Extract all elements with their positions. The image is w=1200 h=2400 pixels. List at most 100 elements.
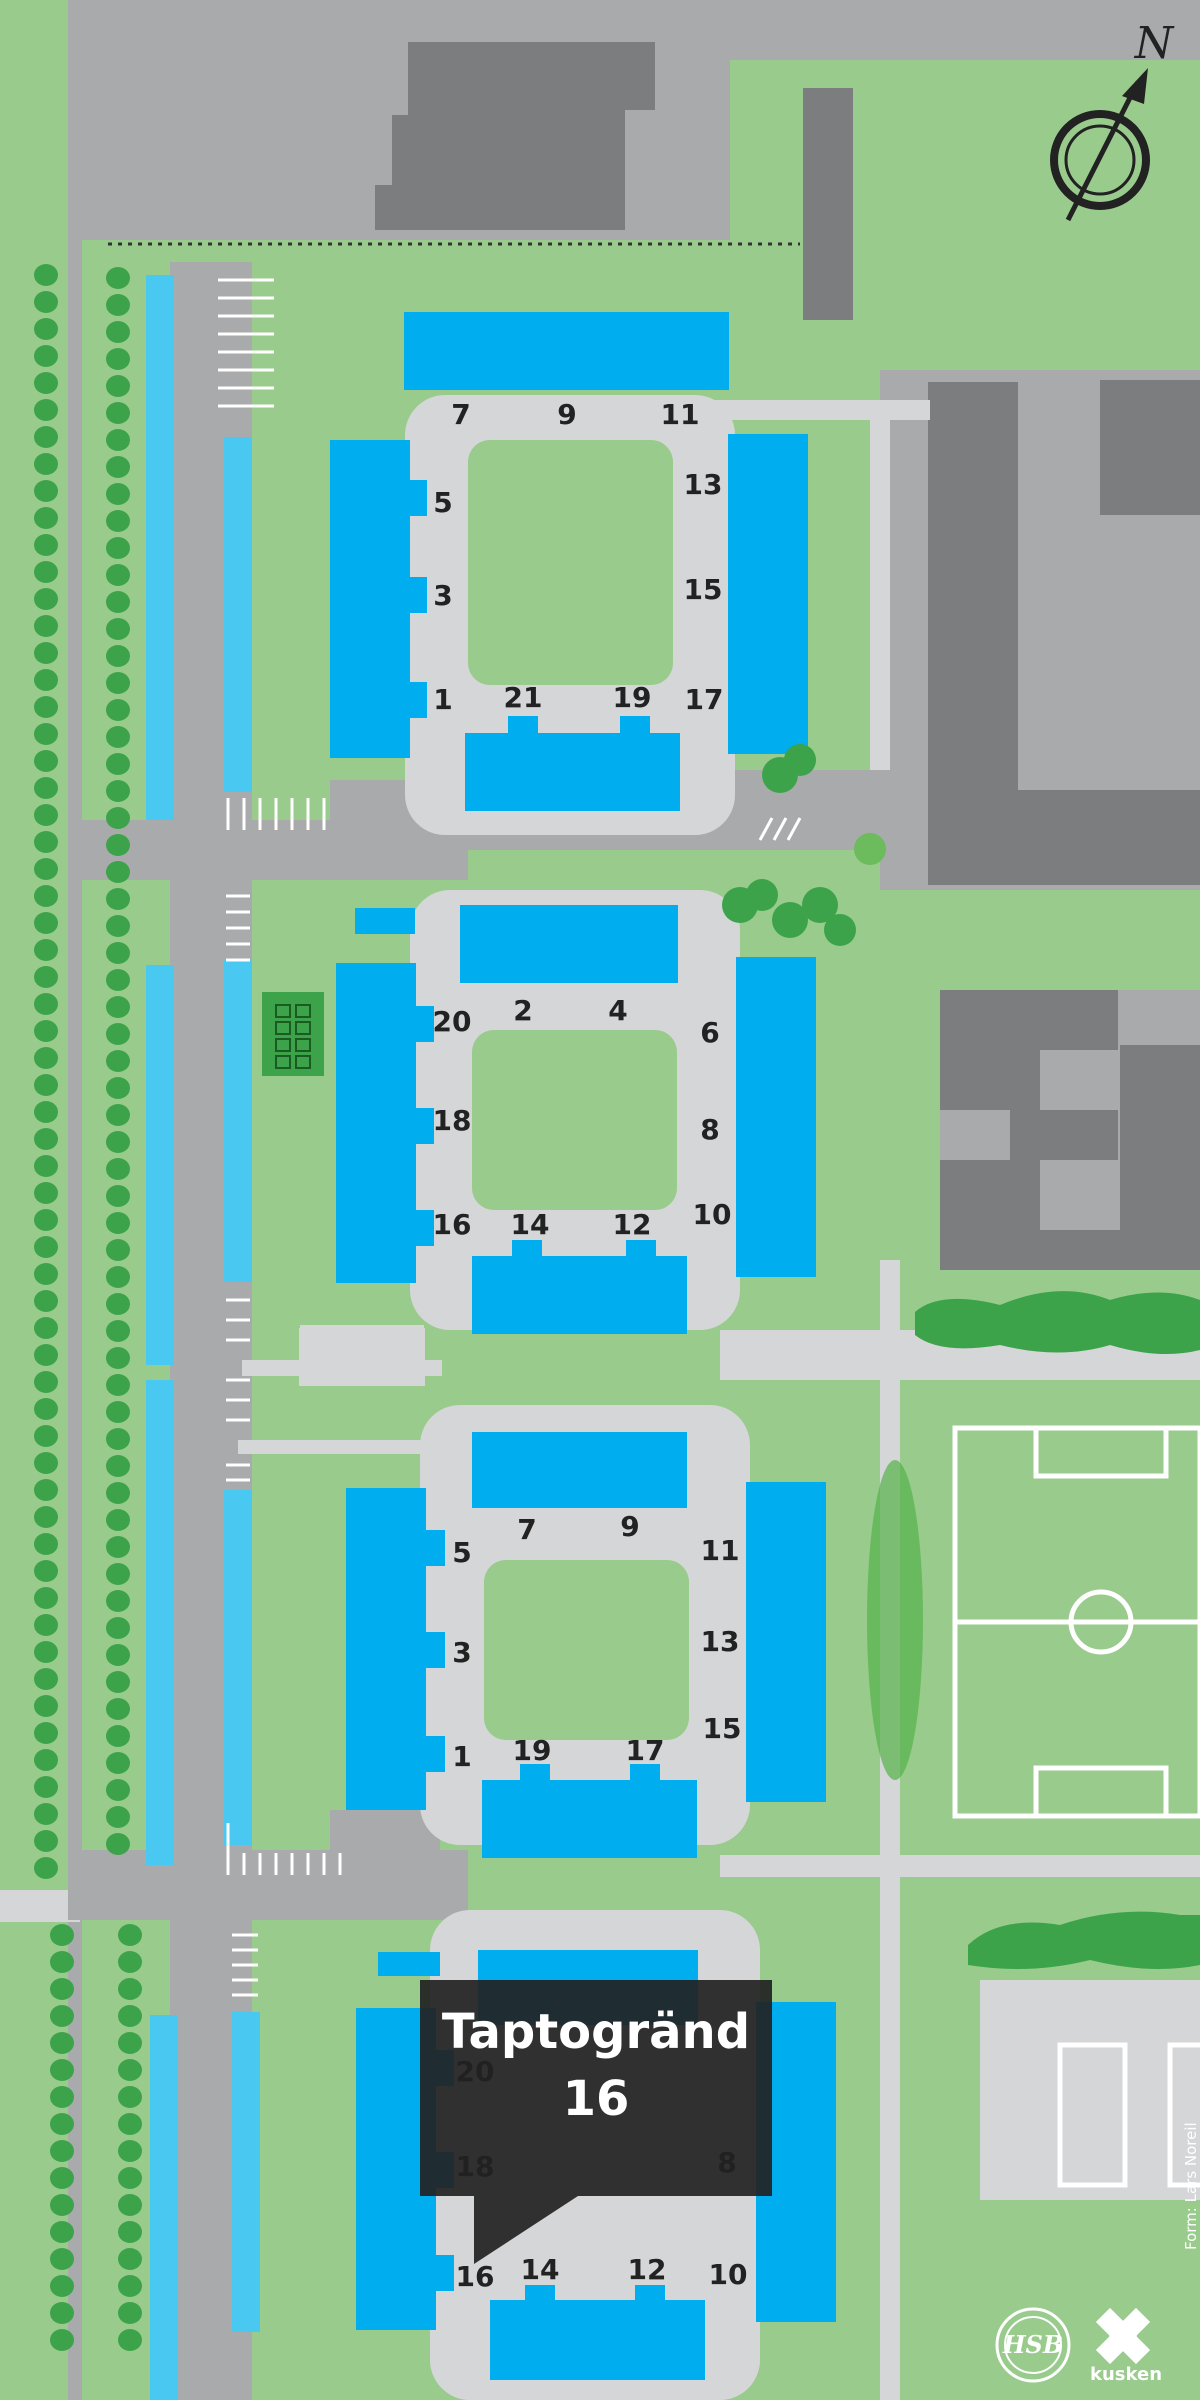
tree bbox=[34, 1722, 58, 1744]
tree bbox=[34, 1182, 58, 1204]
house-number: 13 bbox=[700, 1625, 740, 1658]
tree bbox=[34, 1614, 58, 1636]
tree bbox=[106, 348, 130, 370]
tree bbox=[118, 2167, 142, 2189]
tree bbox=[34, 723, 58, 745]
house-number: 19 bbox=[512, 1734, 552, 1767]
tree bbox=[106, 699, 130, 721]
tree bbox=[106, 888, 130, 910]
tree bbox=[106, 1536, 130, 1558]
tree bbox=[34, 291, 58, 313]
hsb-logo bbox=[995, 2307, 1071, 2383]
tree bbox=[118, 2275, 142, 2297]
house-number: 17 bbox=[684, 683, 724, 716]
tree bbox=[106, 618, 130, 640]
tree bbox=[106, 483, 130, 505]
tree bbox=[50, 2140, 74, 2162]
tree bbox=[34, 1371, 58, 1393]
tree bbox=[106, 1428, 130, 1450]
tree bbox=[106, 1833, 130, 1855]
tree bbox=[34, 1047, 58, 1069]
house-number: 5 bbox=[433, 486, 453, 519]
tree bbox=[34, 1317, 58, 1339]
tree bbox=[50, 1978, 74, 2000]
house-number: 21 bbox=[503, 681, 543, 714]
tree bbox=[34, 858, 58, 880]
tree bbox=[34, 669, 58, 691]
tree bbox=[34, 561, 58, 583]
tree bbox=[106, 1239, 130, 1261]
house-number: 15 bbox=[683, 573, 723, 606]
tree bbox=[106, 1185, 130, 1207]
tree bbox=[34, 1074, 58, 1096]
tree bbox=[106, 375, 130, 397]
kusken-logo-text: kusken bbox=[1090, 2364, 1163, 2385]
tree bbox=[34, 912, 58, 934]
north-label: N bbox=[1134, 18, 1174, 69]
tree bbox=[106, 537, 130, 559]
tree bbox=[118, 1924, 142, 1946]
tree bbox=[106, 1590, 130, 1612]
tree bbox=[106, 1698, 130, 1720]
house-number: 14 bbox=[510, 1208, 550, 1241]
tooltip-number: 16 bbox=[562, 2070, 630, 2127]
tree bbox=[118, 2086, 142, 2108]
tree bbox=[106, 1212, 130, 1234]
tree bbox=[34, 1749, 58, 1771]
tree bbox=[50, 1951, 74, 1973]
tree bbox=[118, 1978, 142, 2000]
tree bbox=[34, 1155, 58, 1177]
tree bbox=[106, 294, 130, 316]
house-number: 20 bbox=[432, 1005, 472, 1038]
tree bbox=[34, 453, 58, 475]
tower-building bbox=[803, 88, 853, 320]
tree bbox=[106, 726, 130, 748]
address-tooltip: Taptogränd 16 bbox=[420, 1980, 772, 2196]
parking-stripes bbox=[218, 278, 802, 1997]
tree bbox=[34, 1533, 58, 1555]
house-number: 16 bbox=[432, 1208, 472, 1241]
tree bbox=[106, 996, 130, 1018]
house-number: 1 bbox=[452, 1740, 472, 1773]
school-building bbox=[375, 42, 655, 230]
house-number: 19 bbox=[612, 681, 652, 714]
tree bbox=[106, 915, 130, 937]
tree bbox=[50, 2113, 74, 2135]
house-number: 17 bbox=[625, 1734, 665, 1767]
house-number: 13 bbox=[683, 468, 723, 501]
h-shaped-building bbox=[940, 990, 1200, 1270]
tree bbox=[34, 1452, 58, 1474]
tooltip-pointer bbox=[474, 2196, 578, 2264]
tree bbox=[34, 318, 58, 340]
tree bbox=[118, 2032, 142, 2054]
house-number: 7 bbox=[451, 398, 471, 431]
tree bbox=[34, 1560, 58, 1582]
tree bbox=[106, 1131, 130, 1153]
tree bbox=[50, 1924, 74, 1946]
tree bbox=[106, 456, 130, 478]
house-number: 15 bbox=[702, 1712, 742, 1745]
house-number: 1 bbox=[433, 683, 453, 716]
tree bbox=[106, 969, 130, 991]
tree bbox=[106, 1347, 130, 1369]
tennis-court bbox=[1057, 2042, 1128, 2188]
tree bbox=[106, 1401, 130, 1423]
house-number: 10 bbox=[708, 2258, 748, 2291]
tree bbox=[34, 1236, 58, 1258]
tree bbox=[106, 1050, 130, 1072]
tree bbox=[106, 1671, 130, 1693]
tree bbox=[118, 2005, 142, 2027]
tree bbox=[118, 2302, 142, 2324]
tree bbox=[50, 2086, 74, 2108]
tree bbox=[106, 834, 130, 856]
tree bbox=[106, 1752, 130, 1774]
tree bbox=[106, 510, 130, 532]
tree bbox=[34, 1101, 58, 1123]
tree bbox=[106, 591, 130, 613]
tree bbox=[34, 1128, 58, 1150]
house-number: 16 bbox=[455, 2260, 495, 2293]
tree bbox=[34, 264, 58, 286]
tree bbox=[34, 642, 58, 664]
